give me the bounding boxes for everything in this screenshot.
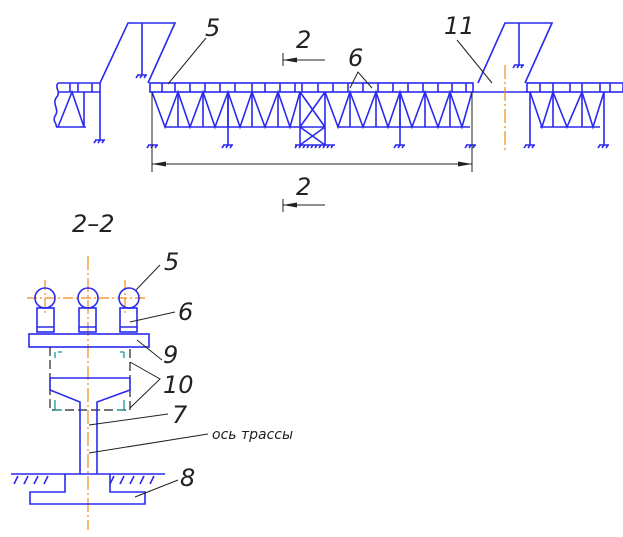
section-label-pos-8: 8 [180, 464, 195, 492]
route-axis-label: ось трассы [212, 427, 293, 443]
section-label-pos-7: 7 [172, 401, 188, 429]
right-ramp-structure [477, 22, 554, 84]
section-label-pos-9: 9 [163, 341, 178, 369]
section-label-pos-5: 5 [164, 248, 179, 276]
support-column [11, 377, 165, 505]
main-girder [146, 82, 528, 149]
left-ramp-structure [99, 22, 177, 84]
rollers [34, 287, 140, 333]
label-pos-6: 6 [348, 44, 363, 72]
section-mark-bottom: 2 [282, 173, 325, 212]
left-stub-span [53, 82, 105, 144]
leader-6 [349, 71, 373, 89]
section-mark-bottom-label: 2 [296, 173, 311, 201]
section-view: 2–2 5 6 [11, 210, 293, 530]
right-span [523, 82, 623, 149]
section-label-pos-10: 10 [163, 371, 194, 399]
label-pos-5: 5 [205, 14, 220, 42]
elevation-view: 2 2 5 6 11 [53, 12, 623, 212]
section-mark-top-label: 2 [296, 26, 311, 54]
leader-11 [456, 39, 493, 84]
section-label-pos-6: 6 [178, 298, 193, 326]
leader-5 [167, 37, 207, 85]
crossbeam [28, 333, 150, 348]
section-mark-top: 2 [282, 26, 325, 66]
dimension-line [151, 92, 473, 172]
section-title: 2–2 [72, 210, 115, 238]
label-pos-11: 11 [444, 12, 475, 40]
